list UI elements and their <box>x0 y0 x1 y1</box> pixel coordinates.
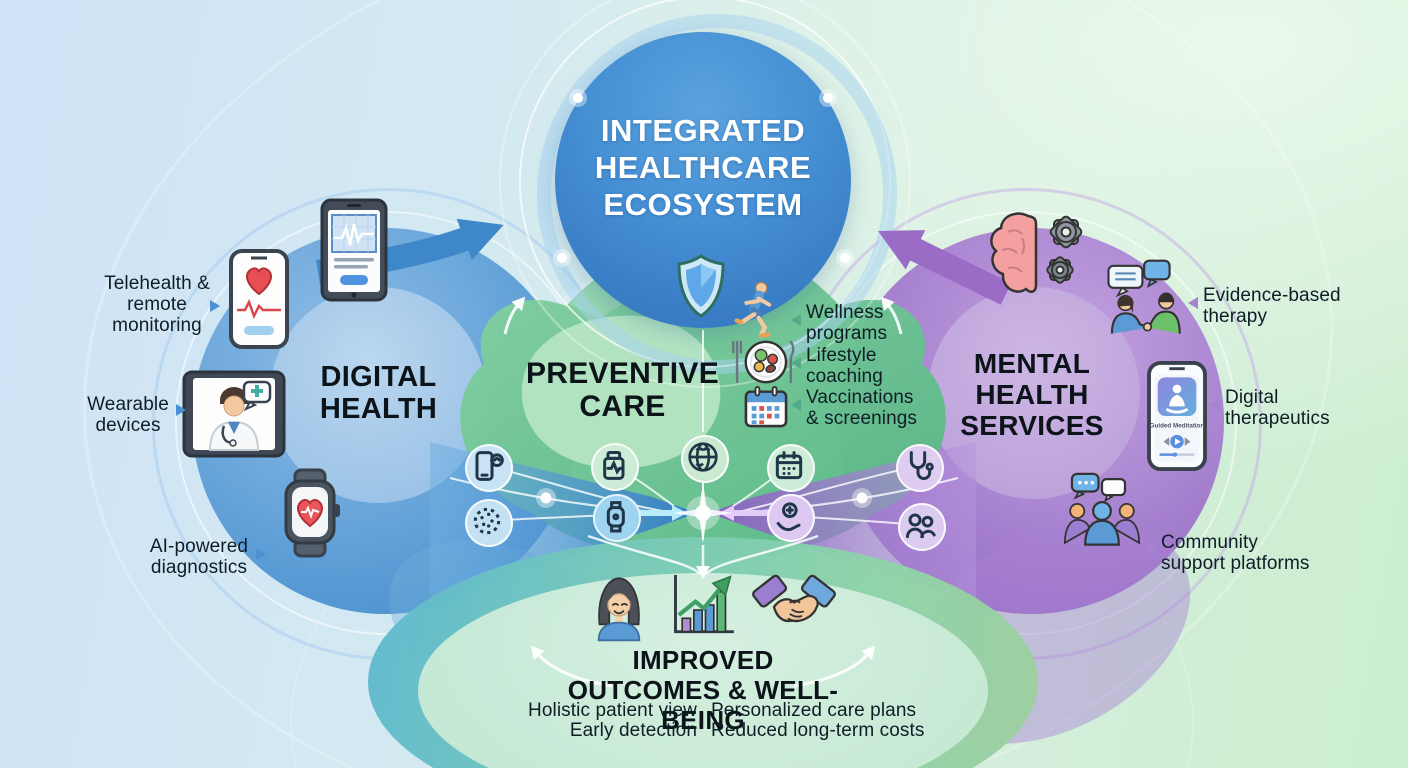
outcome-item: Reduced long-term costs <box>711 720 925 741</box>
community-group-icon <box>1056 470 1148 552</box>
ai-diagnostics-label: AI-powered diagnostics <box>149 536 249 578</box>
smartwatch-heart-icon <box>278 468 342 558</box>
wellness-programs-label: Wellness programs <box>806 302 888 344</box>
growth-chart-icon <box>664 570 742 640</box>
outcome-item: Holistic patient view <box>528 700 697 721</box>
calendar-icon <box>744 386 788 428</box>
outcomes-right-column: Personalized care plans Reduced long-ter… <box>711 701 961 741</box>
ai-diagnostics-pointer <box>256 548 266 560</box>
hub-outer-ring <box>499 0 911 388</box>
mini-people-icon <box>898 503 946 551</box>
mini-brain-globe-icon <box>681 435 729 483</box>
mini-ai-network-icon <box>465 499 513 547</box>
tablet-ecg-icon <box>320 198 388 302</box>
community-support-pointer <box>1145 543 1155 555</box>
lifestyle-pointer <box>791 357 801 369</box>
gear-small <box>1046 256 1074 284</box>
digital-health-title: DIGITAL HEALTH <box>319 361 438 425</box>
telehealth-label: Telehealth & remote monitoring <box>104 273 210 336</box>
therapy-conversation-icon <box>1100 256 1195 340</box>
healthy-plate-icon <box>726 338 800 386</box>
wellness-pointer <box>791 314 801 326</box>
outcome-item: Early detection <box>569 720 697 741</box>
vaccinations-pointer <box>791 399 801 411</box>
mini-smartwatch-icon <box>593 494 641 542</box>
wearable-devices-label: Wearable devices <box>87 394 169 436</box>
digital-therapeutics-label: Digital therapeutics <box>1225 387 1330 429</box>
wearable-devices-pointer <box>176 404 186 416</box>
page-title: INTEGRATED HEALTHCARE ECOSYSTEM <box>594 113 812 223</box>
running-person-icon <box>734 280 778 340</box>
community-support-label: Community support platforms <box>1161 532 1310 574</box>
evidence-therapy-pointer <box>1188 297 1198 309</box>
outcome-item: Personalized care plans <box>711 700 917 721</box>
brain-gears-icon <box>988 208 1084 300</box>
mini-phone-apps-icon <box>465 444 513 492</box>
tablet-doctor-icon <box>182 370 286 458</box>
mental-flow-arrow <box>878 230 1012 305</box>
digital-therapeutics-pointer <box>1209 399 1219 411</box>
mini-medicine-jar-icon <box>591 443 639 491</box>
outcomes-title: IMPROVED OUTCOMES & WELL-BEING <box>567 645 839 736</box>
handshake-icon <box>750 574 838 638</box>
patient-woman-icon <box>588 566 650 642</box>
meditation-app-phone-icon: Guided Meditation <box>1146 360 1208 472</box>
evidence-therapy-label: Evidence-based therapy <box>1203 285 1341 327</box>
shield-icon <box>676 254 726 318</box>
gear-large <box>1049 215 1083 249</box>
mini-calendar-icon <box>767 444 815 492</box>
preventive-care-title: PREVENTIVE CARE <box>525 357 720 423</box>
mini-stethoscope-icon <box>896 444 944 492</box>
outcomes-left-column: Holistic patient view Early detection <box>455 701 697 741</box>
mental-health-title: MENTAL HEALTH SERVICES <box>960 348 1104 441</box>
mini-hand-coin-icon <box>767 494 815 542</box>
smartphone-heart-ecg-icon <box>228 248 290 350</box>
meditation-app-label: Guided Meditation <box>1150 423 1205 430</box>
lifestyle-coaching-label: Lifestyle coaching <box>806 345 883 387</box>
vaccinations-label: Vaccinations & screenings <box>806 387 918 429</box>
telehealth-pointer <box>210 300 220 312</box>
convergence-glow <box>673 483 733 543</box>
